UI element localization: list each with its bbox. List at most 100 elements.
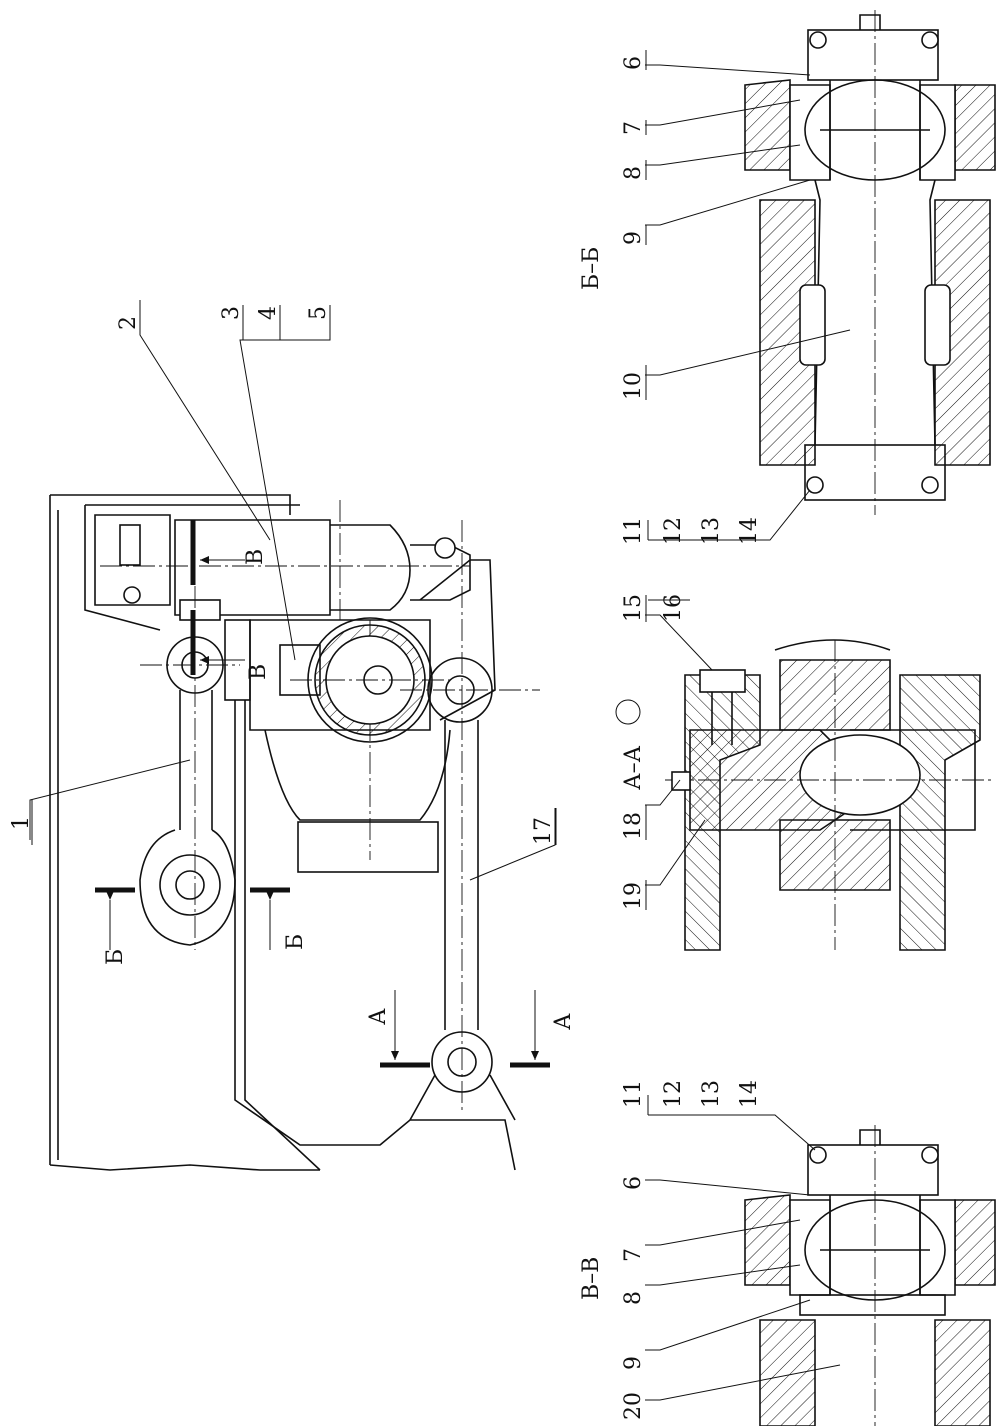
leader-20 [645,1364,841,1401]
aa-bolt-shank [711,692,733,745]
section-titles: Б–Б А–А В–В [579,247,646,1300]
bb-block-left [759,199,816,466]
callout-17: 17 [531,817,556,845]
vv-block-left [759,1319,816,1426]
callout-18: 18 [621,812,646,840]
callout-15: 15 [621,594,646,622]
callout-8: 8 [621,166,646,180]
cut-mark-a-right: А [551,1013,576,1030]
callout-5: 5 [306,306,331,320]
nut [179,599,221,621]
link-1-eye [139,829,236,946]
pin-2 [434,537,456,559]
callout-v13: 13 [699,1080,724,1108]
break-line [49,1164,320,1171]
leader-7 [645,99,801,126]
leader-17 [469,808,556,881]
link-1-bar [179,690,213,830]
bb-block-right [934,199,991,466]
vv-block-right [934,1319,991,1426]
callout-12: 12 [661,517,686,545]
section-title-aa: А–А [621,745,646,790]
lever [419,559,496,721]
aa-top-arc [774,639,891,651]
callout-6: 6 [621,56,646,70]
callout-19: 19 [621,882,646,910]
aa-bolt [699,669,746,693]
callout-4: 4 [256,306,281,320]
grease-nipple [859,14,881,30]
leader-v11-14 [760,1114,816,1151]
cut-marks: Б Б А А В В [103,549,576,1030]
leader-11-14 [760,489,811,541]
callout-20: 20 [621,1392,646,1420]
frame-rail-2 [234,700,516,1171]
callout-v11: 11 [621,1080,646,1108]
leader-3-5 [239,305,331,661]
callout-9: 9 [621,231,646,245]
vv-housing-right [954,1199,996,1286]
housing-body [264,729,451,821]
aa-nipple [671,771,691,791]
cut-mark-b-right: Б [283,934,308,950]
bb-housing-right [954,84,996,171]
leader-9 [645,179,811,226]
link-2 [174,519,331,616]
frame-edge [50,494,291,515]
callout-3: 3 [219,306,244,320]
lower-bracket [409,1074,516,1121]
eye-outer [159,854,221,916]
callout-v9: 9 [621,1356,646,1370]
link-17-bar [444,720,479,1030]
leader-v6 [645,1179,811,1196]
leader-15-16 [645,614,713,671]
cut-mark-v-top: В [243,549,268,565]
eye-pin [175,870,205,900]
callout-v14: 14 [737,1080,762,1108]
section-vv [645,1095,996,1426]
pin-clevis [119,524,141,566]
bracket [84,504,300,631]
callout-underlines [31,50,647,910]
bb-housing-left [744,79,791,171]
pin-head [123,586,141,604]
callout-v12: 12 [661,1080,686,1108]
leader-8 [645,144,801,166]
section-title-vv: В–В [579,1257,604,1300]
aa-view-mark [615,699,641,725]
section-title-bb: Б–Б [579,247,604,290]
cut-mark-v-bottom: В [246,664,271,680]
cap-top [807,29,939,81]
callout-14: 14 [737,517,762,545]
vv-cap-top [807,1144,939,1196]
leader-v7 [645,1219,801,1246]
section-bb [645,10,996,541]
cut-mark-a-left: А [366,1008,391,1025]
callout-2: 2 [116,316,141,330]
block-3 [279,644,321,696]
leader-18 [645,779,681,806]
callout-1: 1 [9,816,34,830]
leader-6 [645,64,811,76]
callout-7: 7 [621,121,646,135]
cut-mark-b-left: Б [103,949,128,965]
callout-13: 13 [699,517,724,545]
section-aa [615,599,995,951]
leader-v8 [645,1264,801,1286]
callout-11: 11 [621,517,646,545]
main-view [29,305,556,1171]
aa-body-right [899,674,981,951]
leader-1 [29,759,191,840]
callout-v6: 6 [621,1176,646,1190]
leader-v9 [645,1299,811,1351]
link-2-end [330,524,411,611]
leader-19 [645,819,706,886]
callout-v7: 7 [621,1248,646,1262]
leader-10 [645,329,851,376]
bracket-plate [94,514,171,606]
callout-v8: 8 [621,1291,646,1305]
frame-rail [244,700,321,1171]
callout-labels: 1 2 3 4 5 17 6 7 8 9 10 11 12 13 14 15 1… [9,56,762,1420]
callout-10: 10 [621,372,646,400]
